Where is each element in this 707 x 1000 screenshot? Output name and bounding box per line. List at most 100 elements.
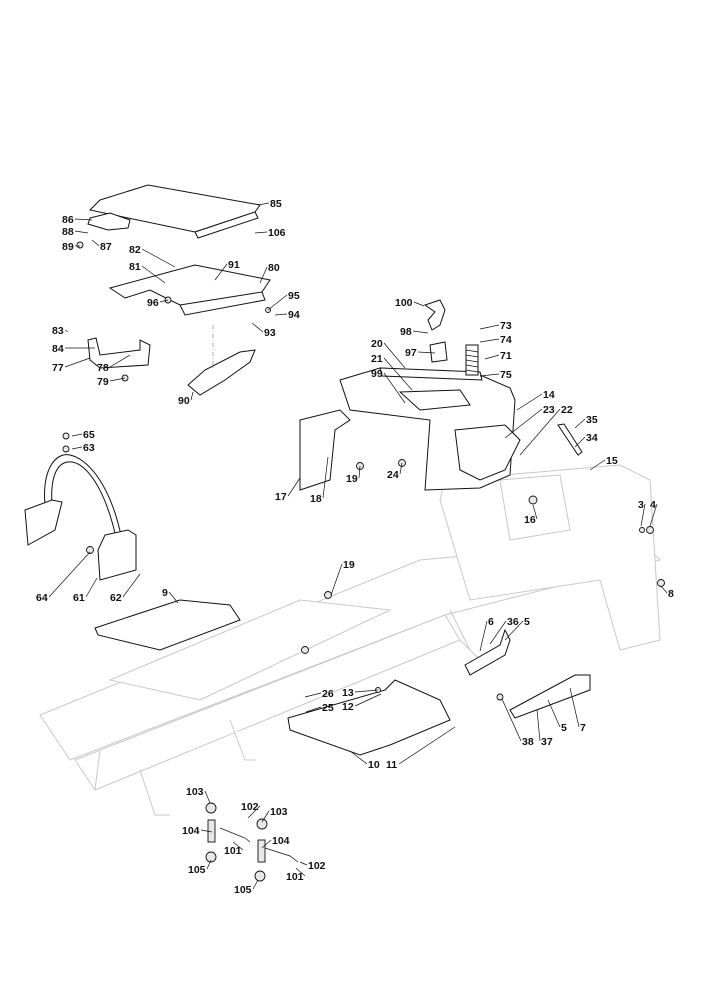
leader-line-18 [322,456,329,499]
leader-line-62 [122,573,141,598]
leader-line-88 [74,230,89,234]
callout-98: 98 [400,326,412,338]
callout-89: 89 [62,241,74,253]
leader-line-90 [190,391,194,401]
leader-line-85 [257,202,270,206]
leader-line-104a [200,829,213,833]
callout-14: 14 [543,389,555,401]
footrest-left [94,599,241,651]
leader-line-77 [64,357,91,368]
leader-lines [48,202,668,890]
callout-82: 82 [129,244,141,256]
leader-line-8 [660,585,668,594]
callout-71: 71 [500,350,512,362]
leader-line-103a [204,790,211,804]
callout-65: 65 [83,429,95,441]
callout-81: 81 [129,261,141,273]
leader-line-78 [109,354,131,368]
callout-12: 12 [342,701,354,713]
callout-23: 23 [543,404,555,416]
callout-24: 24 [387,469,399,481]
leader-line-102b [299,861,308,866]
leader-line-99 [383,372,406,404]
leader-line-22 [519,408,561,456]
leader-line-9 [168,591,179,604]
callout-83: 83 [52,325,64,337]
callout-38: 38 [522,736,534,748]
callout-104a: 104 [182,825,200,837]
callout-85: 85 [270,198,282,210]
leader-line-37 [536,709,541,742]
callout-78: 78 [97,362,109,374]
callout-91: 91 [228,259,240,271]
leader-line-93 [251,322,264,333]
callout-94: 94 [288,309,300,321]
callout-64: 64 [36,592,48,604]
callout-19a: 19 [346,473,358,485]
callout-35: 35 [586,414,598,426]
leader-line-74 [479,338,500,343]
callout-103a: 103 [186,786,204,798]
callout-34: 34 [586,432,598,444]
roll-bar [24,454,137,581]
callout-20: 20 [371,338,383,350]
leader-line-95 [267,294,288,311]
leader-line-10 [349,750,368,765]
callout-96: 96 [147,297,159,309]
callout-10: 10 [368,759,380,771]
leader-line-65 [71,433,83,437]
callout-5a: 5 [524,616,530,628]
leader-line-19a [358,465,361,479]
leader-line-20 [383,342,406,369]
callout-13: 13 [342,687,354,699]
leader-line-101a [232,841,244,851]
leader-line-26 [304,692,322,698]
callout-87: 87 [100,241,112,253]
leader-line-25 [305,706,322,713]
leader-line-73 [479,324,500,330]
callout-79: 79 [97,376,109,388]
seat-plate [88,184,261,239]
bracket-97 [429,341,448,363]
leader-line-11 [398,726,456,765]
leader-line-79 [109,377,126,382]
leader-line-64 [48,551,91,598]
callout-80: 80 [268,262,280,274]
callout-26: 26 [322,688,334,700]
leader-line-97 [417,351,436,354]
callout-6: 6 [488,616,494,628]
callout-62: 62 [110,592,122,604]
leader-line-38 [501,698,522,742]
leader-line-12 [354,693,382,707]
clamp [423,299,446,331]
side-bracket-rear [509,674,591,719]
leader-line-105b [252,879,259,890]
callout-36: 36 [507,616,519,628]
leader-line-35 [574,418,586,429]
callout-103b: 103 [270,806,288,818]
leader-line-23 [504,408,543,439]
callout-73: 73 [500,320,512,332]
leader-line-91 [214,263,228,281]
callout-7: 7 [580,722,586,734]
callout-99: 99 [371,368,383,380]
callout-84: 84 [52,343,64,355]
leader-line-14 [516,393,543,411]
seat-latch [187,349,256,396]
leader-line-16 [532,504,538,520]
footrest-right [287,679,451,756]
leader-line-19b [330,563,343,596]
leader-line-17 [287,477,301,497]
leader-line-100 [413,301,425,307]
leader-line-24 [399,462,403,475]
callout-105b: 105 [234,884,252,896]
leader-line-34 [574,436,586,448]
callout-102b: 102 [308,860,326,872]
callout-101b: 101 [286,871,304,883]
callout-5b: 5 [561,722,567,734]
callout-105a: 105 [188,864,206,876]
callout-77: 77 [52,362,64,374]
callout-101a: 101 [224,845,242,857]
leader-line-104b [261,839,272,849]
